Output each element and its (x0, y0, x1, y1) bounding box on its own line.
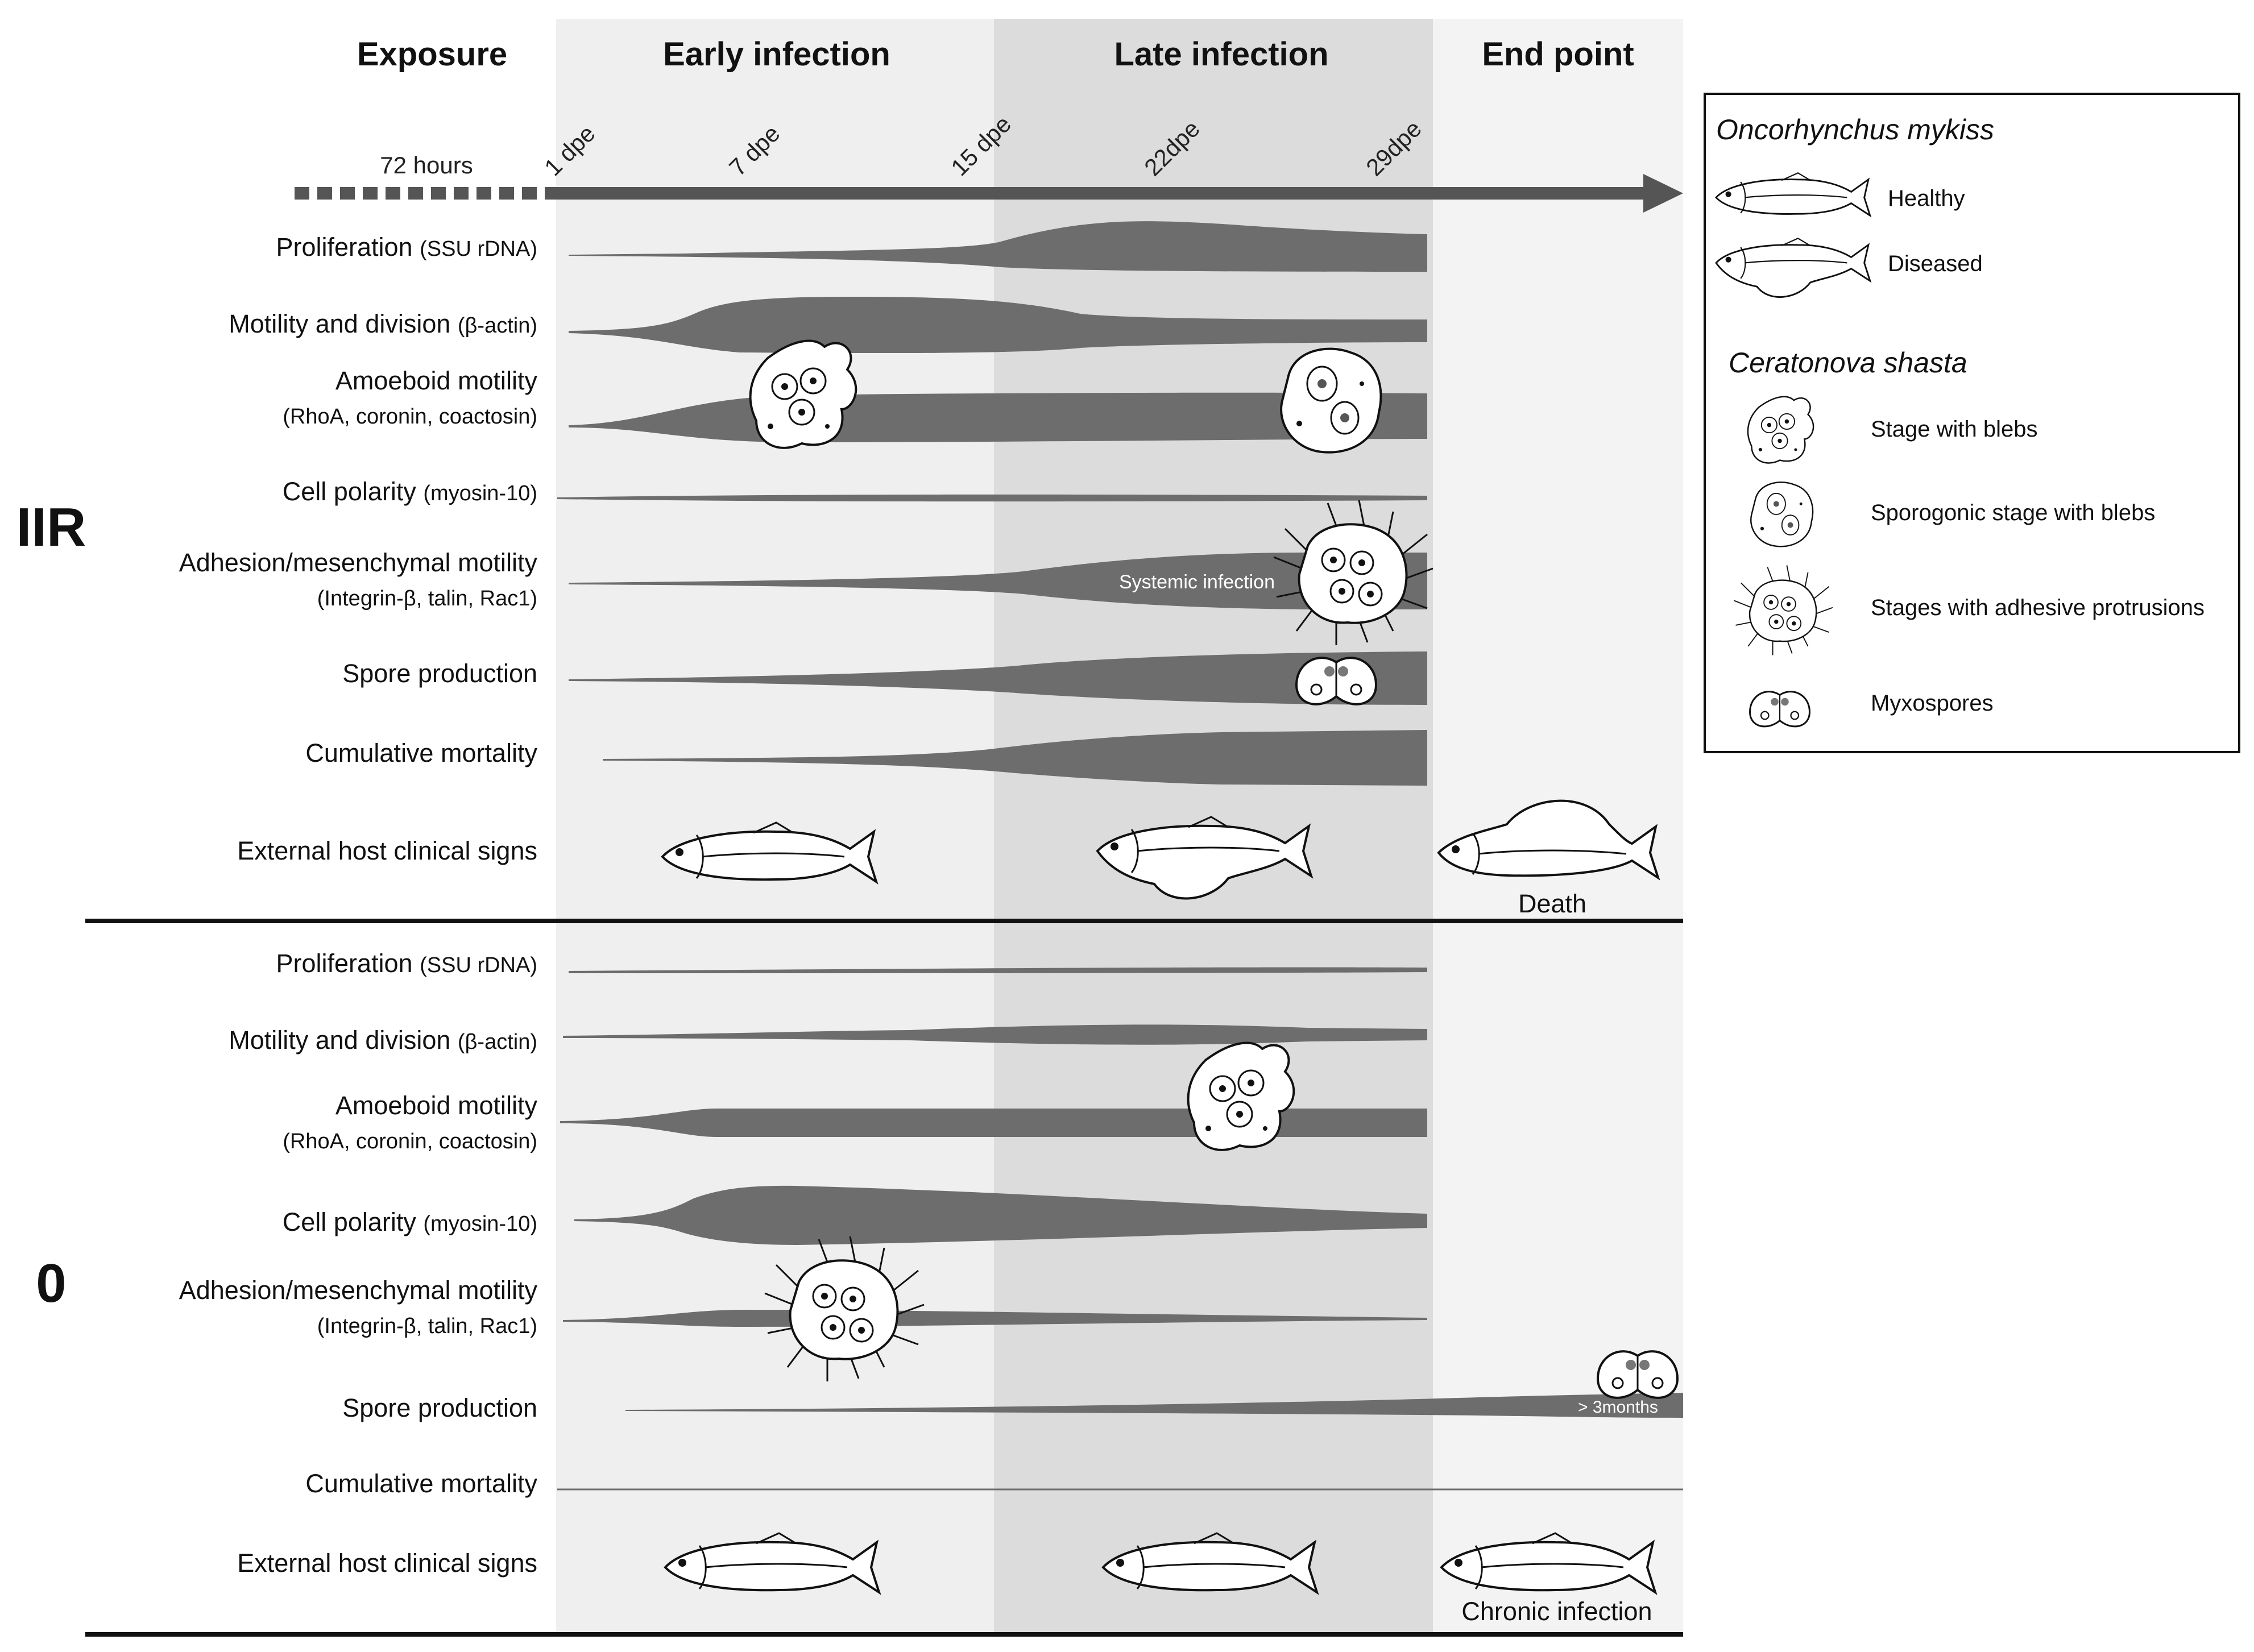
iir-row-amoeboid-sub: (RhoA, coronin, coactosin) (283, 405, 537, 429)
iir-band-motility-division (569, 297, 1427, 354)
legend-stage-blebs: Stage with blebs (1871, 417, 2038, 442)
g0-row-adhesion: Adhesion/mesenchymal motility (179, 1276, 538, 1305)
legend-host-title: Oncorhynchus mykiss (1716, 114, 1994, 146)
iir-band-proliferation (569, 221, 1427, 272)
phase-titles: Exposure Early infection Late infection … (357, 36, 1634, 73)
g0-endpoint-label: Chronic infection (1461, 1597, 1652, 1626)
legend-stage-sporogonic: Sporogonic stage with blebs (1871, 500, 2155, 525)
g0-row-amoeboid-sub: (RhoA, coronin, coactosin) (283, 1130, 537, 1153)
iir-row-spore-production: Spore production (342, 659, 537, 688)
early-infection-panel (556, 19, 994, 1636)
timeline-arrow-head (1643, 174, 1683, 213)
iir-row-adhesion: Adhesion/mesenchymal motility (179, 548, 538, 577)
legend-myxospore-icon (1749, 691, 1810, 728)
iir-rows: Proliferation (SSU rDNA) Motility and di… (179, 221, 1659, 918)
iir-myxospore-icon (1295, 657, 1377, 705)
iir-row-cumulative-mortality: Cumulative mortality (305, 738, 537, 767)
iir-band-spore-production (569, 651, 1427, 705)
iir-row-clinical-signs: External host clinical signs (237, 836, 537, 865)
legend: Oncorhynchus mykiss Healthy Diseased Cer… (1704, 93, 2240, 753)
phase-title-early: Early infection (663, 36, 890, 73)
iir-row-proliferation: Proliferation (SSU rDNA) (276, 233, 537, 262)
group0-rows: Proliferation (SSU rDNA) Motility and di… (179, 949, 1683, 1626)
g0-row-amoeboid: Amoeboid motility (335, 1091, 538, 1120)
g0-row-adhesion-sub: (Integrin-β, talin, Rac1) (317, 1314, 537, 1338)
phase-title-end: End point (1482, 36, 1634, 73)
phase-title-late: Late infection (1114, 36, 1328, 73)
iir-row-cell-polarity: Cell polarity (myosin-10) (283, 477, 537, 506)
g0-row-motility-division: Motility and division (β-actin) (229, 1026, 537, 1055)
iir-band-cell-polarity (557, 494, 1427, 502)
iir-systemic-infection-label: Systemic infection (1119, 571, 1275, 593)
g0-band-spore-production (625, 1393, 1683, 1418)
g0-band-amoeboid (560, 1109, 1427, 1137)
legend-parasite-title: Ceratonova shasta (1729, 347, 1967, 379)
g0-duration-label: > 3months (1578, 1398, 1658, 1417)
g0-row-cell-polarity: Cell polarity (myosin-10) (283, 1207, 537, 1236)
phase-title-exposure: Exposure (357, 36, 507, 73)
legend-host-diseased: Diseased (1888, 251, 1983, 276)
legend-host-healthy: Healthy (1888, 186, 1965, 211)
g0-row-proliferation: Proliferation (SSU rDNA) (276, 949, 537, 978)
g0-band-motility-division (563, 1024, 1427, 1045)
legend-stage-adhesive: Stages with adhesive protrusions (1871, 595, 2205, 620)
g0-band-cell-polarity (574, 1185, 1427, 1245)
iir-band-adhesion (569, 553, 1427, 609)
g0-band-proliferation (569, 967, 1427, 973)
iir-row-amoeboid: Amoeboid motility (335, 366, 538, 395)
iir-stage-sporogonic-icon (1280, 347, 1382, 454)
iir-band-mortality (603, 730, 1427, 786)
g0-row-clinical-signs: External host clinical signs (237, 1549, 537, 1578)
g0-myxospore-icon (1597, 1350, 1679, 1399)
iir-row-adhesion-sub: (Integrin-β, talin, Rac1) (317, 587, 537, 611)
group-label-iir: IIR (16, 497, 86, 558)
g0-band-adhesion (563, 1310, 1427, 1327)
iir-row-motility-division: Motility and division (β-actin) (229, 309, 537, 338)
exposure-duration-label: 72 hours (380, 152, 473, 179)
iir-endpoint-label: Death (1518, 889, 1586, 918)
legend-stage-myxospores: Myxospores (1871, 691, 1994, 716)
group-label-0: 0 (36, 1253, 66, 1314)
g0-row-cumulative-mortality: Cumulative mortality (305, 1469, 537, 1498)
g0-row-spore-production: Spore production (342, 1393, 537, 1422)
legend-sporogonic-icon (1750, 482, 1814, 547)
